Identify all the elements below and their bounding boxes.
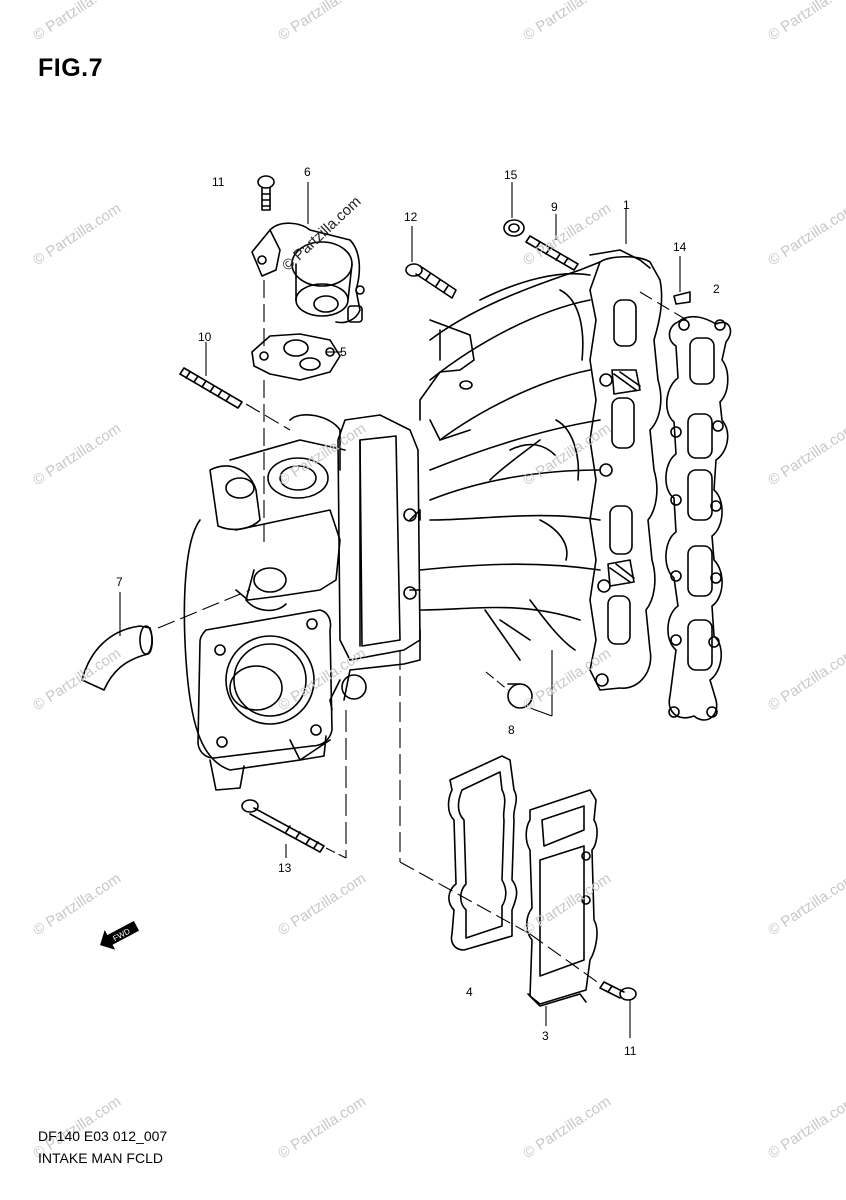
cover-plate: [525, 789, 598, 1007]
bolt-11-bottom: [599, 981, 637, 1001]
callout-11-top: 11: [212, 175, 225, 189]
callout-13: 13: [278, 861, 292, 875]
bolt-11-top: [257, 175, 275, 211]
bolt-13: [241, 799, 325, 853]
callout-15: 15: [504, 168, 518, 182]
bolt-12: [405, 263, 457, 299]
runner-bracket: [419, 319, 475, 441]
callout-8: 8: [508, 723, 515, 737]
diagram-code: DF140 E03 012_007: [38, 1128, 168, 1144]
manifold-head-flange: [589, 249, 663, 691]
plenum-chamber: [183, 414, 421, 771]
hose-7: [81, 625, 153, 691]
cover-gasket: [447, 755, 518, 951]
iac-gasket: [251, 333, 341, 381]
callout-7: 7: [116, 575, 123, 589]
manifold-gasket: [665, 315, 732, 721]
front-direction-arrow-icon: FWD: [100, 920, 140, 950]
callout-3: 3: [542, 1029, 549, 1043]
callout-1: 1: [623, 198, 630, 212]
stud-bolt-10: [179, 367, 243, 409]
throttle-body-flange: [197, 609, 333, 791]
callout-12: 12: [404, 210, 418, 224]
nut-15: [503, 219, 525, 237]
callout-5: 5: [340, 345, 347, 359]
callout-9: 9: [551, 200, 558, 214]
callout-11-bottom: 11: [624, 1044, 637, 1058]
collar-8: [507, 683, 533, 709]
callout-4: 4: [466, 985, 473, 999]
intake-runners: [419, 261, 601, 661]
callout-14: 14: [673, 240, 687, 254]
diagram-name: INTAKE MAN FCLD: [38, 1150, 163, 1166]
callout-6: 6: [304, 165, 311, 179]
pin-14: [673, 291, 691, 305]
callout-2: 2: [713, 282, 720, 296]
callout-10: 10: [198, 330, 212, 344]
stud-bolt-9: [525, 235, 579, 271]
idle-air-control-valve: [251, 222, 365, 324]
figure-title: FIG.7: [38, 54, 104, 82]
